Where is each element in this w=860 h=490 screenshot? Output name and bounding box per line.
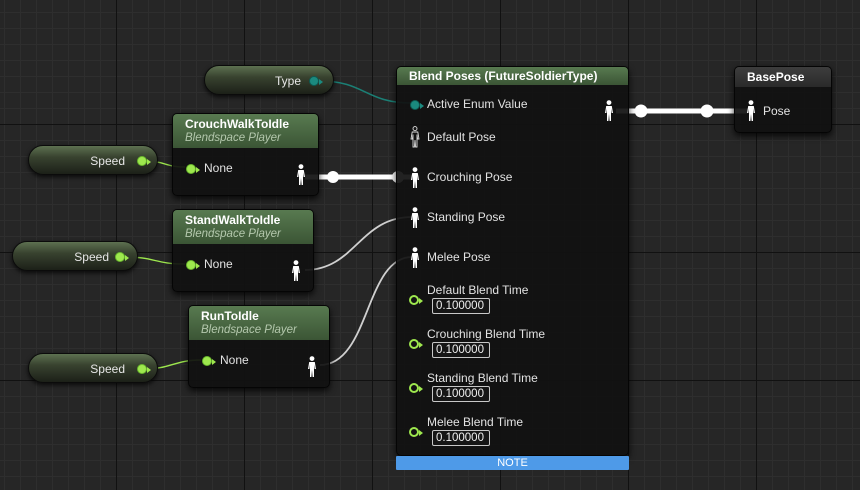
pose-output-pin-icon[interactable]: [307, 356, 317, 378]
node-header[interactable]: StandWalkToIdle Blendspace Player: [173, 210, 313, 244]
float-output-pin[interactable]: [115, 252, 129, 262]
x-input-pin[interactable]: [186, 260, 200, 270]
node-title: RunToIdle: [201, 309, 259, 323]
speed-variable-node[interactable]: Speed: [12, 241, 138, 271]
note-bar[interactable]: NOTE: [396, 456, 629, 470]
pose-pin-label: Default Pose: [427, 130, 496, 144]
blend-time-label: Melee Blend Time: [427, 415, 524, 429]
pose-output-pin-icon[interactable]: [291, 260, 301, 282]
blend-time-value-field[interactable]: 0.100000: [432, 342, 490, 358]
float-output-pin[interactable]: [137, 364, 151, 374]
default-pose-pin-icon[interactable]: [410, 126, 420, 148]
pose-pin-label: Crouching Pose: [427, 170, 513, 184]
wire-stand-to-standing-pose[interactable]: [304, 216, 413, 271]
pose-pin-label: Standing Pose: [427, 210, 506, 224]
type-variable-node[interactable]: Type: [204, 65, 334, 95]
node-title: Blend Poses (FutureSoldierType): [409, 69, 598, 83]
node-header[interactable]: BasePose: [735, 67, 831, 87]
node-subtitle: Blendspace Player: [185, 228, 281, 240]
speed-variable-node[interactable]: Speed: [28, 353, 158, 383]
node-title: BasePose: [747, 70, 805, 84]
x-input-pin[interactable]: [186, 164, 200, 174]
x-input-pin[interactable]: [202, 356, 216, 366]
blend-time-value-field[interactable]: 0.100000: [432, 298, 490, 314]
node-subtitle: Blendspace Player: [201, 324, 297, 336]
blend-time-label: Default Blend Time: [427, 283, 529, 297]
node-header[interactable]: CrouchWalkToIdle Blendspace Player: [173, 114, 318, 148]
blend-time-value-field[interactable]: 0.100000: [432, 386, 490, 402]
input-pin-label: None: [220, 353, 249, 367]
active-enum-input-pin[interactable]: [410, 100, 424, 110]
variable-label: Type: [274, 74, 301, 88]
blend-time-input-pin[interactable]: [409, 295, 423, 305]
pose-output-pin-icon[interactable]: [604, 100, 614, 122]
run-blendspace-player-node[interactable]: RunToIdle Blendspace Player None: [188, 305, 330, 388]
stand-blendspace-player-node[interactable]: StandWalkToIdle Blendspace Player None: [172, 209, 314, 292]
wire-reroute-knot[interactable]: [700, 104, 714, 118]
node-header[interactable]: RunToIdle Blendspace Player: [189, 306, 329, 340]
pose-pin-label: Pose: [763, 104, 791, 118]
input-pin-label: None: [204, 257, 233, 271]
pose-input-pin-icon[interactable]: [746, 100, 756, 122]
node-subtitle: Blendspace Player: [185, 132, 281, 144]
pose-pin-label: Melee Pose: [427, 250, 491, 264]
crouch-blendspace-player-node[interactable]: CrouchWalkToIdle Blendspace Player None: [172, 113, 319, 196]
active-enum-label: Active Enum Value: [427, 97, 528, 111]
variable-label: Speed: [74, 250, 109, 264]
blend-time-value-field[interactable]: 0.100000: [432, 430, 490, 446]
speed-variable-node[interactable]: Speed: [28, 145, 158, 175]
blend-time-label: Crouching Blend Time: [427, 327, 546, 341]
node-title: CrouchWalkToIdle: [185, 117, 290, 131]
float-output-pin[interactable]: [137, 156, 151, 166]
wire-reroute-knot[interactable]: [634, 104, 648, 118]
wire-reroute-knot[interactable]: [327, 171, 339, 183]
melee-pose-pin-icon[interactable]: [410, 247, 420, 269]
node-title: StandWalkToIdle: [185, 213, 281, 227]
node-header[interactable]: Blend Poses (FutureSoldierType): [397, 67, 628, 85]
blend-poses-node[interactable]: Blend Poses (FutureSoldierType) Active E…: [396, 66, 629, 456]
base-pose-result-node[interactable]: BasePose Pose: [734, 66, 832, 133]
standing-pose-pin-icon[interactable]: [410, 207, 420, 229]
blend-time-label: Standing Blend Time: [427, 371, 538, 385]
variable-label: Speed: [90, 154, 125, 168]
blend-time-input-pin[interactable]: [409, 427, 423, 437]
variable-label: Speed: [90, 362, 125, 376]
enum-output-pin[interactable]: [309, 76, 323, 86]
blend-time-input-pin[interactable]: [409, 383, 423, 393]
input-pin-label: None: [204, 161, 233, 175]
crouching-pose-pin-icon[interactable]: [410, 167, 420, 189]
pose-output-pin-icon[interactable]: [296, 164, 306, 186]
blend-time-input-pin[interactable]: [409, 339, 423, 349]
